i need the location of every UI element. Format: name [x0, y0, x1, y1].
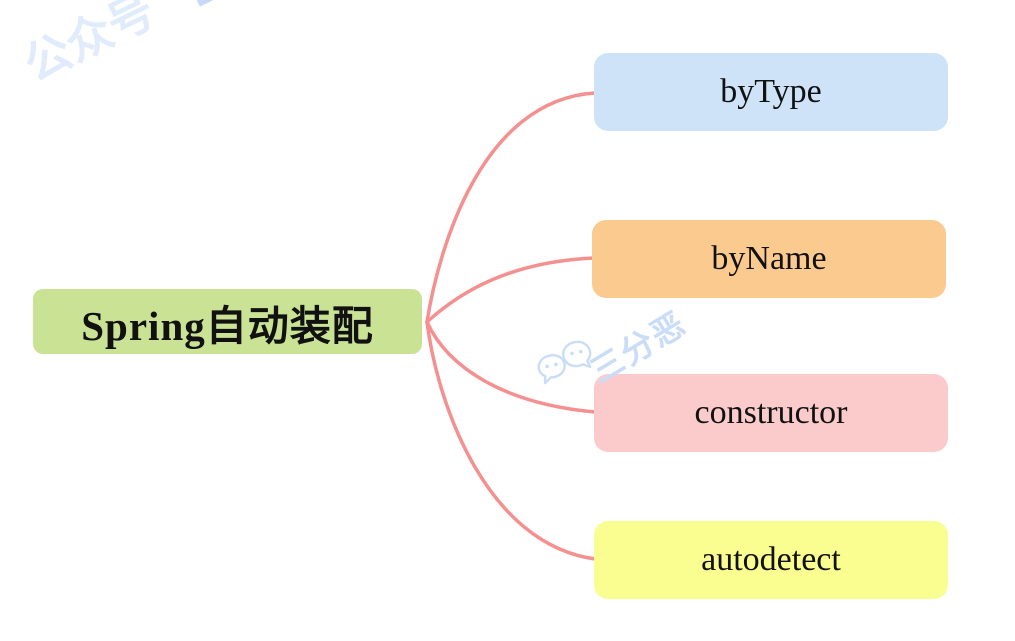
root-node-label: Spring自动装配: [81, 302, 374, 349]
branch-node-constructor[interactable]: constructor: [594, 374, 948, 452]
connector-root-to-bytype: [425, 91, 597, 324]
branch-node-bytype[interactable]: byType: [594, 53, 948, 131]
chat-bubble-right: [562, 340, 592, 369]
branch-node-byname[interactable]: byName: [592, 220, 946, 298]
connector-root-to-byname: [425, 256, 595, 324]
watermark-corner-text: 公众号: [16, 0, 163, 92]
branch-node-label: byName: [711, 240, 827, 277]
watermark-corner-bracket: 【: [153, 0, 217, 24]
watermark-corner: 公众号【: [12, 0, 219, 95]
branch-node-label: byType: [720, 73, 822, 110]
branch-node-autodetect[interactable]: autodetect: [594, 521, 948, 599]
chat-bubble-left: [537, 354, 566, 385]
branch-node-label: autodetect: [701, 541, 841, 578]
root-node-spring-autowire[interactable]: Spring自动装配: [33, 289, 422, 354]
connector-root-to-autodetect: [425, 320, 597, 561]
connector-root-to-constructor: [425, 320, 597, 414]
branch-node-label: constructor: [694, 394, 848, 431]
wechat-chat-bubbles-icon: [537, 340, 592, 385]
